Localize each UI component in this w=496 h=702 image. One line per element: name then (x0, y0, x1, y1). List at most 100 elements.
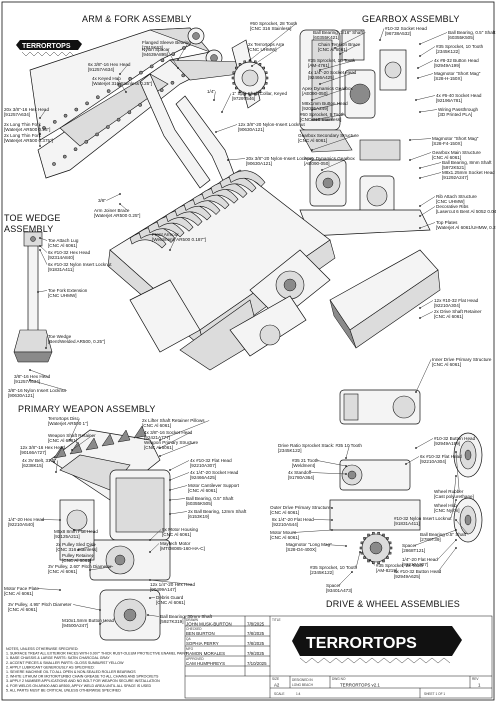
tb-designed-label: DESIGNED IN (292, 678, 313, 682)
callout-arm-fork-10: 2x Long Thin Fork[Waterjet AR500 0.375"] (4, 133, 53, 147)
header-primary-weapon: PRIMARY WEAPON ASSEMBLY (18, 404, 156, 414)
callout-primary-weapon-20: Motor Face Plate[CNC Al 6061] (4, 586, 61, 596)
callout-drive-wheel-1: 12x #10-32 Flat Head[92210A304] (419, 298, 479, 309)
chassis-drawing (107, 169, 336, 371)
callout-primary-weapon-4: 4x 3V Belt, 31.5"[6238K15] (22, 458, 58, 473)
svg-text:Ball Bearing, 3/16" Shaft[6035: Ball Bearing, 3/16" Shaft[60355K421] (313, 30, 364, 40)
callout-drive-wheel-6: Drive Ratio Sprocket Stack: #35 10 Tooth… (278, 443, 362, 459)
svg-text:4x 3/8"-16 Socket Head[92421A7: 4x 3/8"-16 Socket Head[92421A777] (144, 430, 193, 440)
svg-text:Arm Joiner Brace[Waterjet AR50: Arm Joiner Brace[Waterjet AR500 0.25"] (94, 208, 140, 218)
tb-sheet: SHEET 1 OF 1 (424, 692, 445, 696)
svg-text:2x Ball Bearing, 12mm Shaft[61: 2x Ball Bearing, 12mm Shaft[6153K19] (188, 509, 247, 519)
svg-text:4x Standoff[91780A364]: 4x Standoff[91780A364] (288, 470, 314, 480)
callout-gearbox-9: Magmotor "Short Mag"[S28-H-150X] (417, 71, 481, 81)
tb-qa-hdr: QA (186, 637, 191, 641)
svg-text:#35 Sprocket, 28 Tooth[AM-8219: #35 Sprocket, 28 Tooth[AM-8219] (376, 563, 424, 573)
svg-text:Apex Dynamics Gearbox[AE090-05: Apex Dynamics Gearbox[AE090-050] (304, 156, 356, 166)
svg-text:Motor Face Plate[CNC Al 6061]: Motor Face Plate[CNC Al 6061] (4, 586, 39, 596)
svg-text:4x Keyed Hub[Waterjet 316 Stai: 4x Keyed Hub[Waterjet 316 Stainless 0.25… (92, 76, 152, 86)
svg-text:#10-32 Nylon Insert Locknut[91: #10-32 Nylon Insert Locknut[91831A411] (394, 516, 452, 526)
svg-text:4x #8-32 Button Head[92949A199: 4x #8-32 Button Head[92949A199] (434, 58, 479, 68)
svg-text:Pulley Retainer[CNC Al 6061]: Pulley Retainer[CNC Al 6061] (62, 553, 94, 563)
svg-text:#10-32 Button Head[92949A199]: #10-32 Button Head[92949A199] (434, 436, 476, 446)
svg-text:2x Pulley Sled Disk[CNC 316 St: 2x Pulley Sled Disk[CNC 316 Stainless] (56, 542, 97, 552)
callout-arm-fork-7: 1/4" (207, 89, 216, 101)
callout-drive-wheel-11: Motor Mount[CNC Al 6061] (270, 529, 333, 540)
callout-toe-wedge-5: Toe Wedge[Bent/Welded AR500, 0.25"] (45, 334, 105, 349)
callout-arm-fork-15: Arm Joiner Brace[Waterjet AR500 0.25"] (94, 203, 140, 218)
callout-primary-weapon-12: 2x Ball Bearing, 12mm Shaft[6153K19] (169, 509, 247, 519)
callout-primary-weapon-7: Weapon Primary Structure[CNC Al 6061] (144, 440, 198, 457)
callout-arm-fork-13: 20x 3/8"-20 Nylon-Insert Locknut[90630A1… (227, 156, 313, 166)
callout-primary-weapon-22: Debris Guard[CNC Al 6061] (149, 595, 185, 605)
callout-toe-wedge-3: 6x #10-32 Nylon Insert Locknut[91831A411… (39, 249, 112, 272)
callout-arm-fork-1: Flanged Sleeve Bearing[7815K63] (142, 40, 191, 61)
callout-primary-weapon-5: 2x Lifter Shaft Retainer Pillows[CNC Al … (142, 418, 210, 441)
svg-text:2x Lifter Shaft Retainer Pillo: 2x Lifter Shaft Retainer Pillows[CNC Al … (142, 418, 205, 428)
callout-gearbox-10: Apex Dynamics Gearbox[AE090-050] (302, 86, 354, 101)
callout-drive-wheel-15: #35 Sprocket, 28 Tooth[AM-8219] (369, 559, 424, 573)
svg-text:1/4": 1/4" (207, 89, 215, 94)
svg-text:Weapon Shaft Retainer[CNC Al 6: Weapon Shaft Retainer[CNC Al 6061] (48, 433, 96, 443)
gearbox-drawing (299, 29, 431, 237)
callout-primary-weapon-24: M10x1.5mm Button Head[94500A247] (62, 618, 115, 628)
svg-text:8x 1/4"-20 Flat Head[92210A544: 8x 1/4"-20 Flat Head[92210A544] (272, 517, 314, 527)
svg-text:4x 3V Belt, 31.5"[6238K15]: 4x 3V Belt, 31.5"[6238K15] (22, 458, 56, 468)
callout-toe-wedge-8: 3/8"-16 Nylon Insert Locknut[90630A121] (8, 379, 67, 398)
tb-dwg-hdr: DWG NO (332, 677, 346, 681)
callout-primary-weapon-9: 4x 1/4"-20 Socket Head[92466A425] (169, 470, 239, 481)
callout-drive-wheel-9: Outer Drive Primary Structure[CNC Al 606… (270, 505, 333, 515)
tb-rev-hdr: REV (472, 677, 479, 681)
note-line-8: 3. APPLY 2 NUMBER APPLICATIONS AND NO BO… (6, 679, 160, 683)
callout-arm-fork-14: 3/8" (98, 193, 121, 203)
svg-text:#35 21 Tooth[Weldment]: #35 21 Tooth[Weldment] (292, 458, 319, 468)
svg-text:Flanged Sleeve Bearing[7815K63: Flanged Sleeve Bearing[7815K63] (142, 40, 191, 50)
tb-approved-hdr: APPROVED (186, 657, 204, 661)
note-line-1: NOTES, UNLESS OTHERWISE SPECIFIED: (6, 647, 78, 651)
callout-gearbox-14: Wiring Passthrough[3D Printed PLA] (419, 107, 479, 117)
note-line-7: 2. WHITE LITHIUM OR MOTOR/TURBO CHAIN GR… (6, 675, 159, 679)
tb-size-hdr: SIZE (272, 677, 279, 681)
callout-arm-fork-4: 4x Keyed Hub[Waterjet 316 Stainless 0.25… (92, 76, 152, 93)
callout-primary-weapon-13: 1/4"-20 Hex Head[92210A540] (8, 517, 61, 527)
svg-text:Gearbox Secondary Structure[CN: Gearbox Secondary Structure[CNC Al 6061] (298, 133, 359, 143)
tb-checked-name: BEN BURTON (186, 631, 215, 636)
svg-text:2x Long Thin Fork[Waterjet AR5: 2x Long Thin Fork[Waterjet AR500 0.375"] (4, 133, 53, 143)
callout-drive-wheel-12: Magmotor "Long Mag"[S28-D4-400X] (286, 542, 347, 552)
svg-text:3V Pulley, 2.60" Pitch Diamete: 3V Pulley, 2.60" Pitch Diameter[CNC Al 6… (48, 564, 112, 574)
callout-toe-wedge-1: Toe Attach Lug[CNC Al 6061] (39, 237, 79, 248)
callout-gearbox-12: 4x #6-40 Socket Head[92196A781] (415, 93, 482, 103)
callout-drive-wheel-7: #35 21 Tooth[Weldment] (292, 458, 347, 468)
callout-gearbox-3: Ball Bearing, 0.5" Shaft[60355K505] (419, 30, 496, 45)
svg-text:Top Plates[Waterjet Al 6061/UH: Top Plates[Waterjet Al 6061/UHMW, 0.25"-… (436, 220, 496, 230)
callout-gearbox-19: Ball Bearing, 8mm Shaft[5972K521] (419, 160, 492, 170)
arm-fork-drawing (29, 27, 269, 193)
callout-gearbox-8: 4x 1/4"-20 Socket Head[92466A425] (308, 70, 357, 85)
svg-text:Ball Bearing, 0.5" Shaft[60355: Ball Bearing, 0.5" Shaft[60355K505] (186, 496, 234, 506)
svg-text:4x #10-32 Flat Head[92210A307]: 4x #10-32 Flat Head[92210A307] (190, 458, 232, 468)
tb-rev: 1 (478, 683, 481, 688)
svg-text:M10x1.5mm Button Head[94500A24: M10x1.5mm Button Head[94500A247] (62, 618, 115, 628)
callout-gearbox-20: M8x1.25mm Socket Head[91292A247] (419, 170, 495, 180)
header-toe-wedge-1: TOE WEDGE (4, 213, 61, 223)
svg-text:8x #10-32 Button Head[92949A62: 8x #10-32 Button Head[92949A625] (394, 569, 442, 579)
toe-wedge-drawing (13, 231, 53, 363)
callout-primary-weapon-1: Terrortops Disc[Waterjet AR500 1"] (48, 416, 88, 441)
svg-text:Wiring Passthrough[3D Printed: Wiring Passthrough[3D Printed PLA] (438, 107, 479, 117)
svg-text:12x 3/8"-20 Nylon-Insert Lockn: 12x 3/8"-20 Nylon-Insert Locknut[90630A1… (238, 122, 305, 132)
note-line-3: 1. BASE CHASSIS & LARGE PARTS: SATIN CHA… (6, 656, 110, 660)
svg-text:Toe Wedge[Bent/Welded AR500, 0: Toe Wedge[Bent/Welded AR500, 0.25"] (48, 334, 105, 344)
svg-text:Rib Attach Structure[CNC UHMW]: Rib Attach Structure[CNC UHMW] (436, 194, 477, 204)
tb-dwg-no: TERRORTOPS v2.1 (340, 683, 380, 688)
svg-text:M8x1mm Button Head[92095A249]: M8x1mm Button Head[92095A249] (302, 101, 348, 111)
svg-text:TERRORTOPS: TERRORTOPS (306, 635, 417, 652)
svg-text:4x 1/4"-20 Socket Head[92466A4: 4x 1/4"-20 Socket Head[92466A425] (190, 470, 239, 480)
svg-text:Terrortops Disc[Waterjet AR500: Terrortops Disc[Waterjet AR500 1"] (48, 416, 88, 426)
callout-gearbox-18: Gearbox Main Structure[CNC Al 6061] (409, 150, 481, 161)
svg-text:Weapon Primary Structure[CNC A: Weapon Primary Structure[CNC Al 6061] (144, 440, 198, 450)
svg-text:3/8"-16 Hex Head[91257A634]: 3/8"-16 Hex Head[91257A634] (14, 374, 51, 384)
tb-qa-date: 7/8/2025 (247, 641, 265, 646)
svg-text:Magmotor "Long Mag"[S28-D4-400: Magmotor "Long Mag"[S28-D4-400X] (286, 542, 332, 552)
header-drive-wheel: DRIVE & WHEEL ASSEMBLIES (326, 599, 460, 609)
